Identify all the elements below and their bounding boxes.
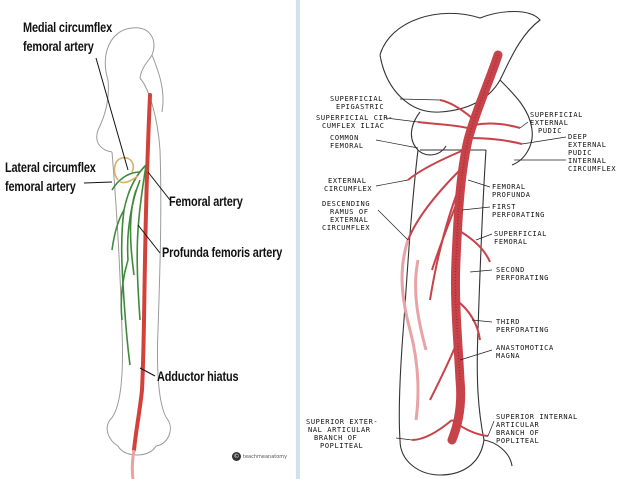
superficial-femoral-label: SUPERFICIAL FEMORAL (494, 230, 547, 246)
descending-ramus-line-2: RAMUS OF (322, 208, 370, 216)
main-femoral-artery (452, 55, 498, 440)
profunda-femoris-branches (112, 165, 146, 365)
superficial-circumflex-iliac-label: SUPERFICIAL CIR- CUMFLEX ILIAC (316, 114, 393, 130)
internal-circumflex-label: INTERNAL CIRCUMFLEX (568, 157, 616, 173)
descending-ramus-label: DESCENDING RAMUS OF EXTERNAL CIRCUMFLEX (322, 200, 370, 232)
descending-ramus-line-3: EXTERNAL (322, 216, 370, 224)
superior-external-articular-line-1: SUPERIOR EXTER- (306, 418, 378, 426)
second-perforating-line-1: SECOND (496, 266, 549, 274)
external-circumflex-line-2: CIRCUMFLEX (324, 185, 372, 193)
brand-name: teachmeanatomy (243, 454, 287, 460)
lateral-circumflex-line-2: femoral artery (5, 178, 96, 194)
femur-shaft-left (107, 152, 122, 446)
femoral-profunda-line-2: PROFUNDA (492, 191, 531, 199)
profunda-femoris-label: Profunda femoris artery (162, 244, 282, 260)
third-perforating-line-1: THIRD (496, 318, 549, 326)
lateral-circumflex-line-1: Lateral circumflex (5, 159, 96, 175)
adductor-hiatus-label: Adductor hiatus (157, 368, 238, 384)
label-pointer-lines (84, 58, 170, 376)
superior-external-articular-line-3: BRANCH OF (306, 434, 378, 442)
superficial-femoral-line-2: FEMORAL (494, 238, 547, 246)
deep-external-pudic-label: DEEP EXTERNAL PUDIC (568, 133, 607, 157)
anastomotica-magna-line-1: ANASTOMOTICA (496, 344, 554, 352)
deep-external-pudic-line-3: PUDIC (568, 149, 607, 157)
superficial-circumflex-iliac-line-1: SUPERFICIAL CIR- (316, 114, 393, 122)
superficial-epigastric-label: SUPERFICIAL EPIGASTRIC (330, 95, 384, 111)
lateral-circumflex-label: Lateral circumflex femoral artery (5, 159, 96, 194)
superficial-epigastric-line-1: SUPERFICIAL (330, 95, 384, 103)
superior-internal-articular-line-1: SUPERIOR INTERNAL (496, 413, 578, 421)
superficial-femoral-line-1: SUPERFICIAL (494, 230, 547, 238)
femur-head-outline (105, 28, 154, 80)
left-diagram-panel: Medial circumflex femoral artery Lateral… (0, 0, 296, 479)
external-circumflex-line-1: EXTERNAL (324, 177, 372, 185)
superficial-circumflex-iliac-line-2: CUMFLEX ILIAC (316, 122, 393, 130)
femur-condyles (118, 446, 156, 455)
femoral-profunda-label: FEMORAL PROFUNDA (492, 183, 531, 199)
femoral-artery-line (134, 95, 150, 450)
first-perforating-label: FIRST PERFORATING (492, 203, 545, 219)
medial-circumflex-label: Medial circumflex femoral artery (23, 19, 112, 54)
second-perforating-label: SECOND PERFORATING (496, 266, 549, 282)
greater-trochanter (152, 55, 163, 112)
thigh-artery-engraving (300, 0, 638, 479)
medial-circumflex-line-2: femoral artery (23, 38, 112, 54)
superficial-external-pudic-line-2: EXTERNAL (530, 119, 583, 127)
femoral-artery-lower (132, 450, 134, 479)
superficial-external-pudic-line-1: SUPERFICIAL (530, 111, 583, 119)
femur-shaft-medial (477, 150, 486, 440)
medial-circumflex-line-1: Medial circumflex (23, 19, 112, 35)
superficial-external-pudic-label: SUPERFICIAL EXTERNAL PUDIC (530, 111, 583, 135)
deep-external-pudic-line-2: EXTERNAL (568, 141, 607, 149)
first-perforating-line-2: PERFORATING (492, 211, 545, 219)
descending-ramus-line-1: DESCENDING (322, 200, 370, 208)
second-perforating-line-2: PERFORATING (496, 274, 549, 282)
femoral-profunda-line-1: FEMORAL (492, 183, 531, 191)
femur-head (411, 112, 446, 155)
internal-circumflex-line-1: INTERNAL (568, 157, 616, 165)
common-femoral-line-1: COMMON (330, 134, 364, 142)
common-femoral-label: COMMON FEMORAL (330, 134, 364, 150)
superior-external-articular-label: SUPERIOR EXTER- NAL ARTICULAR BRANCH OF … (306, 418, 378, 450)
superior-external-articular-line-2: NAL ARTICULAR (306, 426, 378, 434)
internal-circumflex-line-2: CIRCUMFLEX (568, 165, 616, 173)
superior-internal-articular-line-3: BRANCH OF (496, 429, 578, 437)
common-femoral-line-2: FEMORAL (330, 142, 364, 150)
femur-neck-outline (97, 80, 112, 152)
lateral-descending-branches (402, 240, 426, 420)
femur-artery-illustration (0, 0, 296, 479)
third-perforating-label: THIRD PERFORATING (496, 318, 549, 334)
deep-external-pudic-line-1: DEEP (568, 133, 607, 141)
superior-internal-articular-label: SUPERIOR INTERNAL ARTICULAR BRANCH OF PO… (496, 413, 578, 445)
descending-ramus-line-4: CIRCUMFLEX (322, 224, 370, 232)
superior-internal-articular-line-4: POPLITEAL (496, 437, 578, 445)
circumflex-branches (115, 158, 138, 183)
brand-logo-icon: © (232, 452, 241, 461)
anastomotica-magna-line-2: MAGNA (496, 352, 554, 360)
femur-condyle (400, 440, 484, 475)
third-perforating-line-2: PERFORATING (496, 326, 549, 334)
superior-external-articular-line-4: POPLITEAL (306, 442, 378, 450)
anastomotica-magna-label: ANASTOMOTICA MAGNA (496, 344, 554, 360)
right-diagram-panel: SUPERFICIAL EPIGASTRIC SUPERFICIAL CIR- … (300, 0, 638, 479)
first-perforating-line-1: FIRST (492, 203, 545, 211)
superficial-epigastric-line-2: EPIGASTRIC (330, 103, 384, 111)
femoral-artery-label: Femoral artery (169, 193, 243, 209)
external-circumflex-label: EXTERNAL CIRCUMFLEX (324, 177, 372, 193)
superior-internal-articular-line-2: ARTICULAR (496, 421, 578, 429)
